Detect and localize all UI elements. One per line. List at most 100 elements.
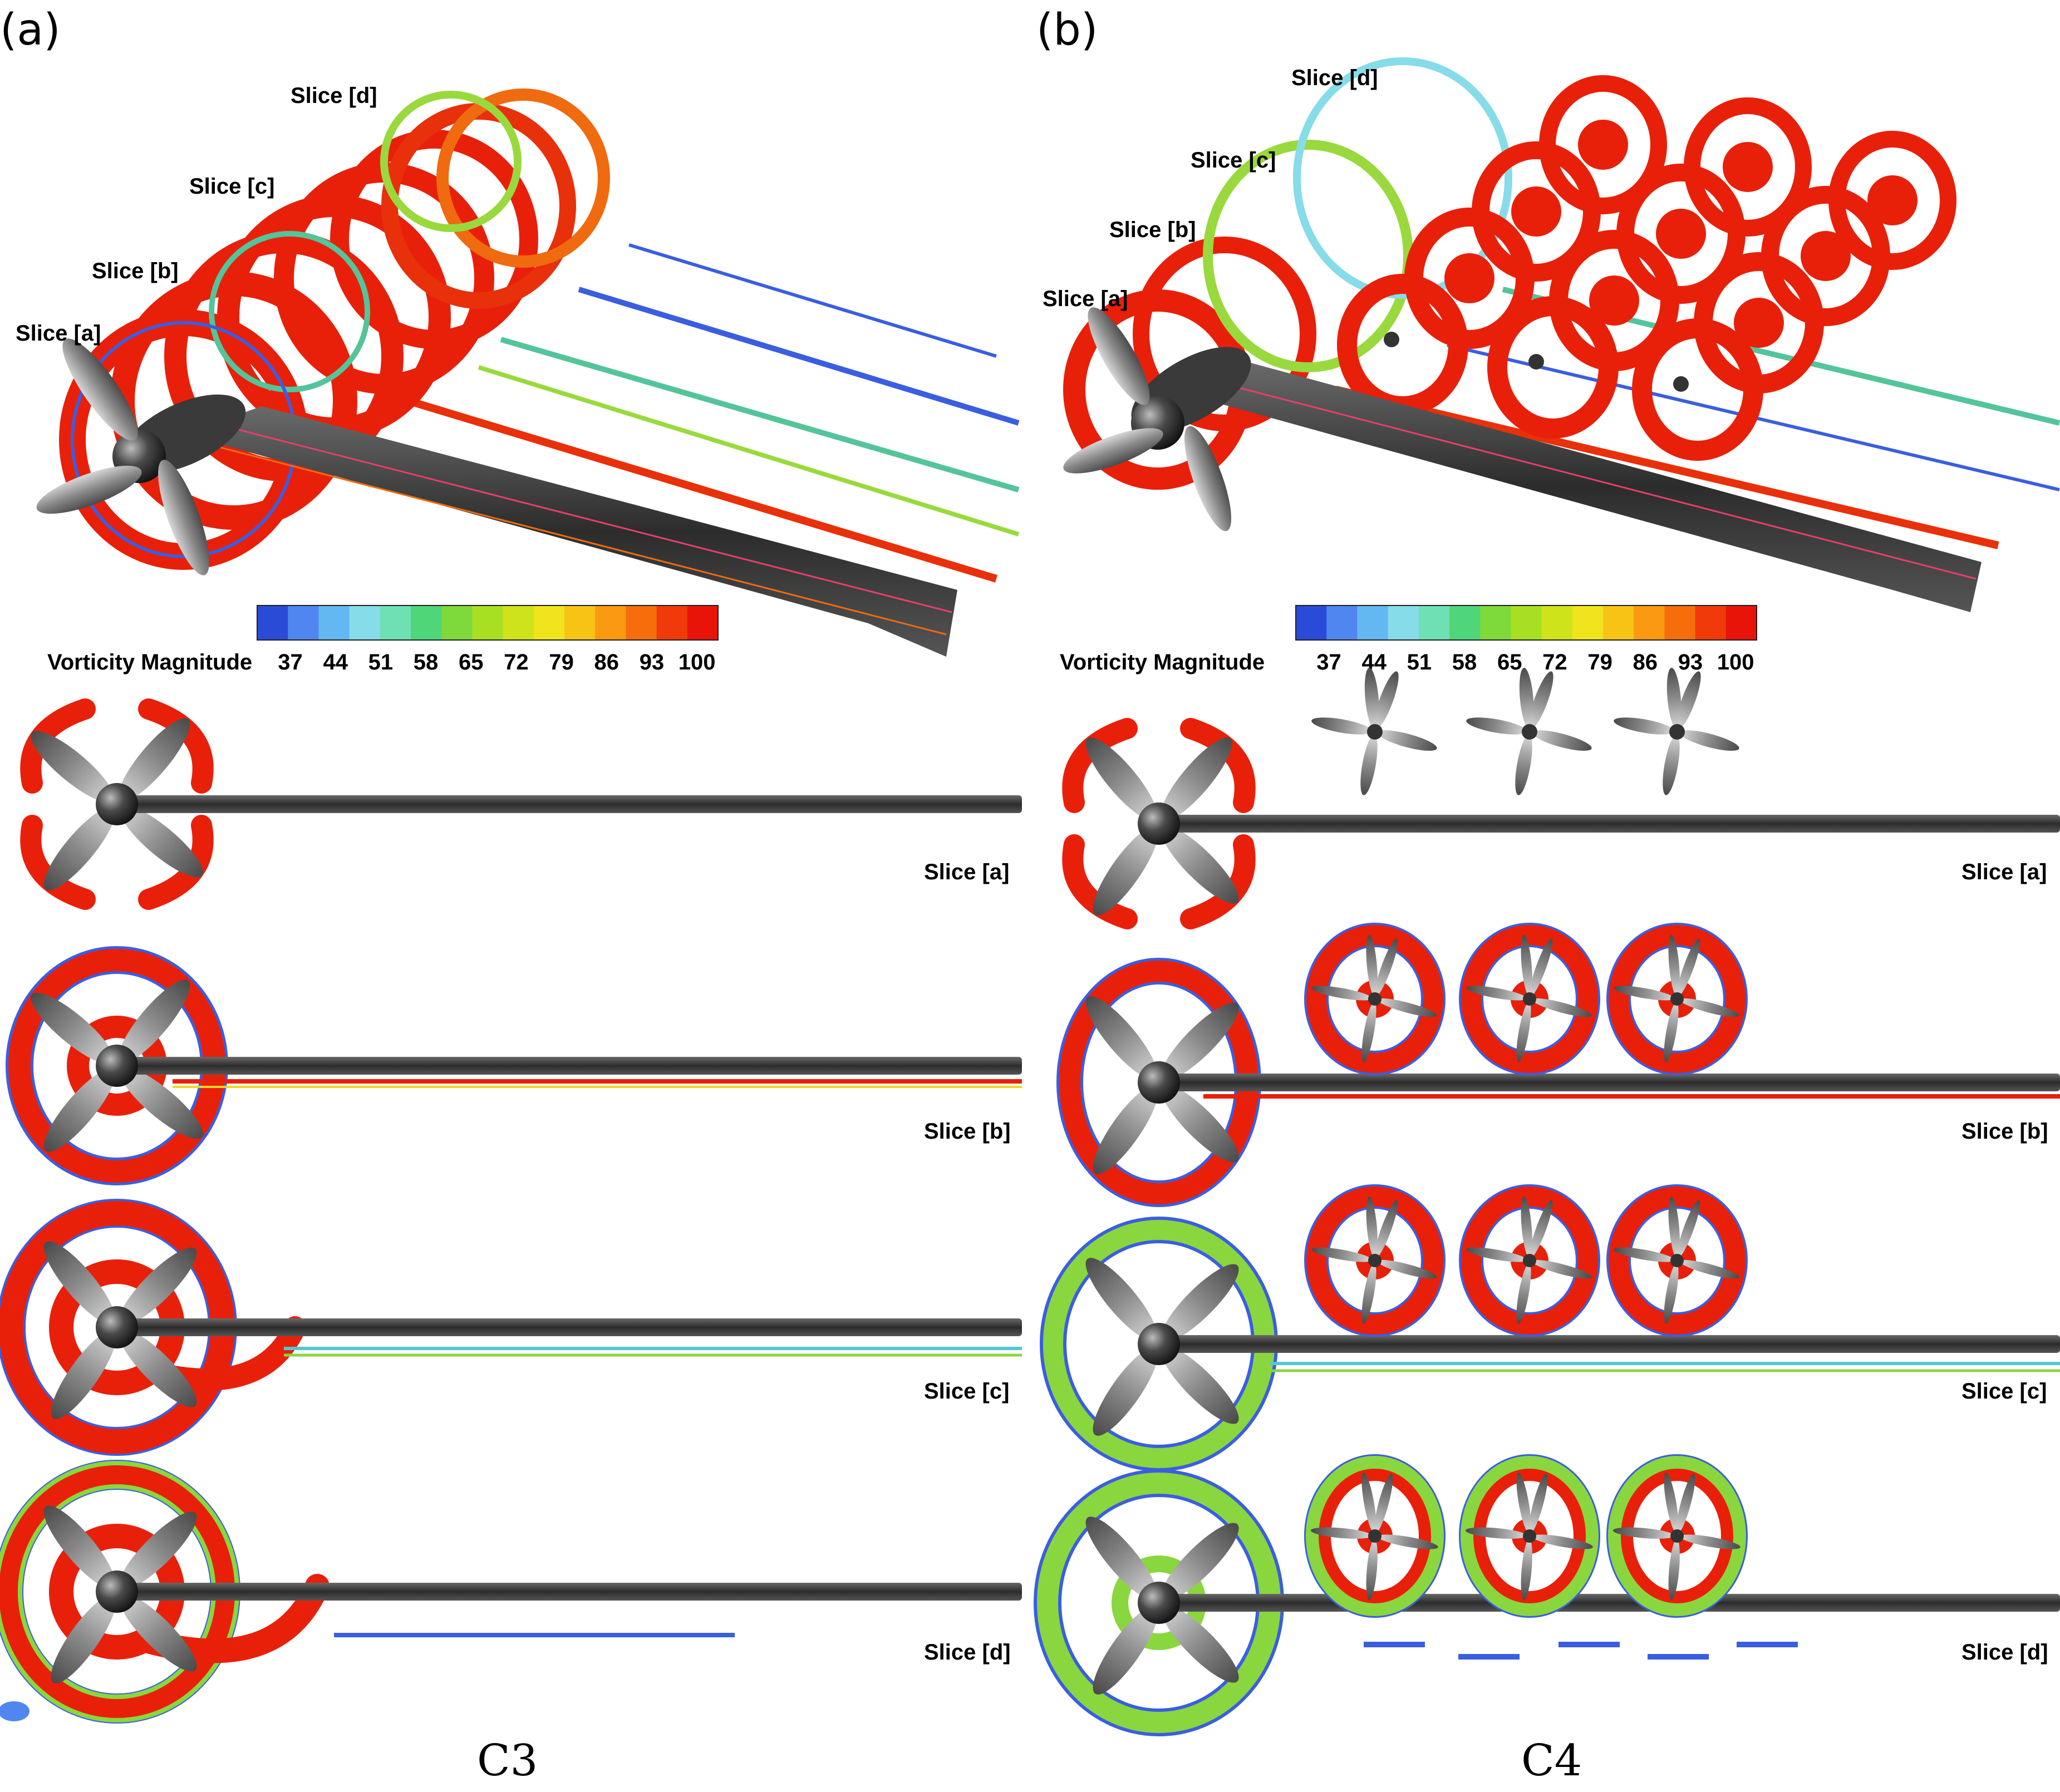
tip-rotor-ring: [1306, 925, 1443, 1073]
blade: [120, 805, 203, 878]
propeller-hub: [1138, 803, 1180, 845]
blade: [1366, 1539, 1378, 1601]
colorbar-swatch: [1388, 605, 1419, 640]
colorbar-tick-label: 79: [1587, 650, 1612, 675]
tip-rotor-blades: [1465, 1473, 1593, 1601]
propeller-blades: [43, 1241, 197, 1419]
blade: [51, 1331, 116, 1419]
blade: [1516, 1473, 1531, 1533]
blade: [1378, 1259, 1437, 1279]
blade: [1614, 986, 1674, 1001]
propeller-hub: [96, 1306, 138, 1348]
colorbar-swatch: [687, 605, 719, 640]
blade: [1311, 986, 1372, 1001]
perspective-slice-label-a-b: Slice [b]: [92, 259, 179, 283]
wing-section: [1159, 1074, 2060, 1091]
wing-section: [1159, 815, 2060, 833]
propeller-blades: [1085, 737, 1239, 915]
perspective-slice-label-a-c: Slice [c]: [189, 174, 274, 199]
blade: [1521, 1196, 1532, 1258]
blade: [1614, 1247, 1674, 1262]
wing-b: [1169, 362, 1982, 612]
blade: [1668, 934, 1680, 996]
perspective-slice-label-b-a: Slice [a]: [1043, 287, 1128, 311]
blade: [1532, 730, 1592, 751]
blade: [1160, 737, 1232, 821]
blade: [1680, 730, 1739, 751]
colorbar-swatch: [1634, 605, 1665, 640]
section-label-a-c: Slice [c]: [924, 1379, 1009, 1404]
blade: [1378, 1534, 1438, 1549]
blade: [1532, 1259, 1592, 1279]
tip-rotor-ring: [1306, 1456, 1444, 1616]
blade: [1666, 667, 1682, 729]
colorbar-swatch: [1664, 605, 1696, 640]
colorbar-swatch: [1449, 605, 1481, 640]
colorbar-tick-label: 72: [504, 650, 529, 675]
blade: [1668, 1539, 1680, 1601]
blade: [1519, 667, 1534, 729]
blade: [1676, 671, 1701, 729]
colorbar-swatch: [472, 605, 504, 640]
blade: [1374, 1474, 1393, 1533]
blade: [1361, 1263, 1376, 1324]
blade: [1378, 730, 1437, 751]
blade: [1465, 1527, 1527, 1539]
colorbar-a-title: Vorticity Magnitude: [47, 650, 252, 675]
blade: [1374, 671, 1399, 729]
wing-a: [184, 406, 957, 657]
blade: [1466, 717, 1527, 735]
tip-rotor-hub: [1523, 1529, 1536, 1543]
colorbar-tick-label: 37: [278, 650, 303, 675]
colorbar-swatch: [1695, 605, 1727, 640]
blade: [119, 1512, 197, 1589]
propeller-a: [36, 338, 209, 575]
propeller-blades: [1085, 1517, 1239, 1695]
blade: [1161, 1264, 1239, 1342]
colorbar-tick-label: 93: [1678, 650, 1703, 675]
wing-section: [117, 795, 1022, 813]
blade: [1161, 826, 1239, 904]
colorbar-swatch: [1418, 605, 1450, 640]
propeller-hub: [96, 783, 138, 825]
wing-section: [1159, 1594, 2060, 1612]
blade: [1515, 735, 1532, 795]
colorbar-tick-label: 100: [1717, 650, 1754, 675]
blade: [1677, 938, 1700, 996]
perspective-view-b: Slice [a] Slice [b] Slice [c] Slice [d]: [1043, 57, 2060, 612]
colorbar-tick-label: 44: [1361, 650, 1387, 675]
tip-rotor-blades: [1614, 667, 1739, 795]
tip-rotor-hub: [1669, 724, 1685, 740]
colorbar-swatch: [564, 605, 596, 640]
colorbar-swatch: [1480, 605, 1511, 640]
blade-tip-vortex: [1062, 718, 1138, 813]
section-label-b-b: Slice [b]: [1961, 1119, 2048, 1144]
blade: [1360, 735, 1378, 795]
blade: [1161, 1085, 1239, 1163]
tip-rotor-hub: [1523, 992, 1536, 1006]
blade: [1375, 1200, 1398, 1258]
section-label-a-b: Slice [b]: [924, 1119, 1011, 1144]
colorbar-swatch: [1357, 605, 1389, 640]
section-label-a-a: Slice [a]: [924, 860, 1009, 884]
blade: [1680, 998, 1739, 1017]
propeller-hub: [1138, 1582, 1180, 1624]
wing-section: [1159, 1335, 2060, 1353]
tip-rotor-hub: [1368, 992, 1381, 1006]
blade: [1677, 1200, 1700, 1258]
blade: [1093, 1086, 1158, 1174]
tip-rotor-ring: [1319, 1469, 1431, 1603]
tip-rotor-hub: [1367, 724, 1383, 740]
colorbar-swatch: [1511, 605, 1542, 640]
tip-rotor-hub: [1368, 1529, 1381, 1543]
blade: [119, 1247, 197, 1325]
tip-rotor-ring: [1608, 1456, 1746, 1616]
blade: [1085, 996, 1158, 1080]
blade: [1366, 934, 1378, 996]
section-label-b-a: Slice [a]: [1961, 860, 2047, 884]
colorbar-tick-label: 100: [679, 650, 716, 675]
propeller-hub: [1138, 1061, 1180, 1104]
wing-section: [117, 1583, 1022, 1601]
section-label-b-d: Slice [d]: [1961, 1640, 2048, 1665]
wing-section: [117, 1057, 1022, 1075]
